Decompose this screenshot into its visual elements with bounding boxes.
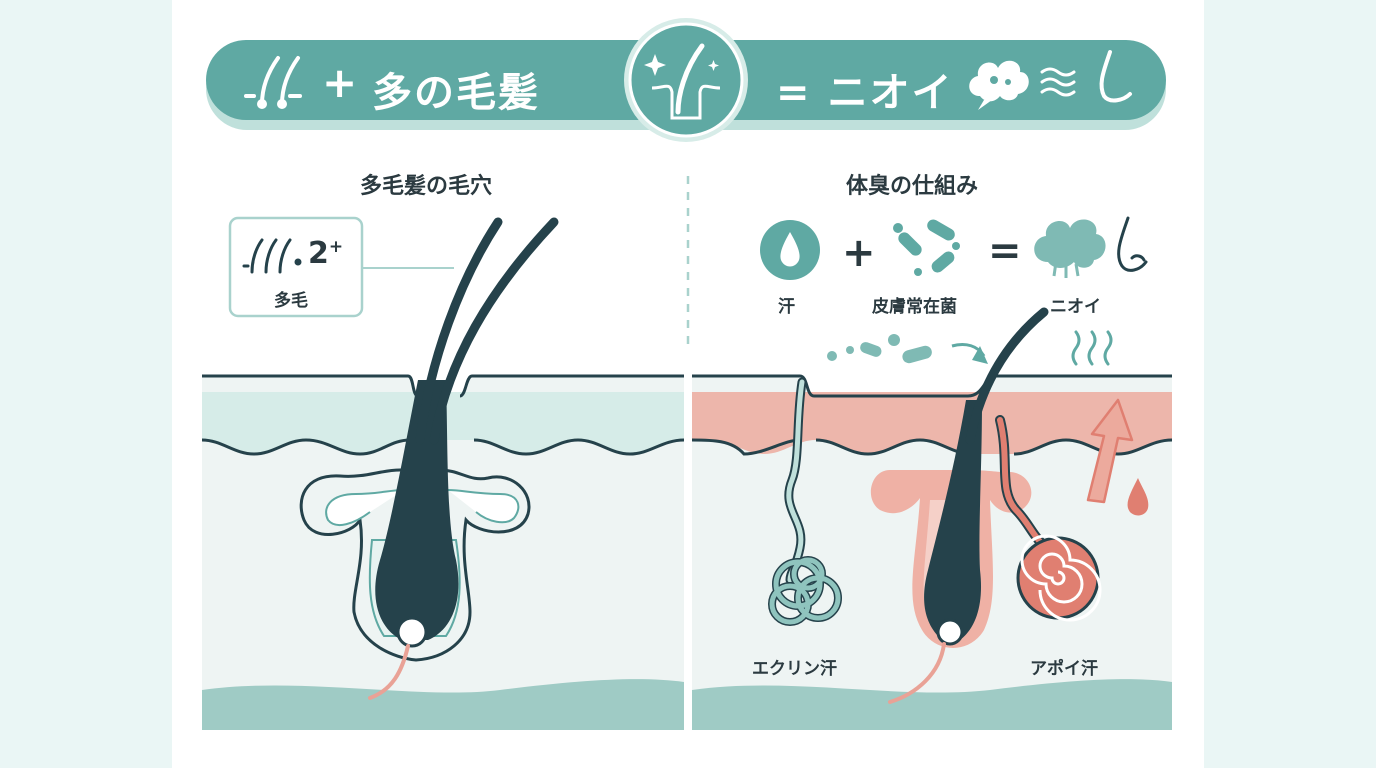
hair-icon: [244, 56, 302, 109]
bacteria-icon: [827, 334, 932, 364]
banner-right-text: = ニオイ: [776, 70, 954, 116]
hair-follicle: [870, 307, 1049, 704]
sweat-drop-icon: [760, 220, 820, 280]
formula-label-sweat: 汗: [778, 297, 795, 317]
hair-count-badge: [228, 216, 364, 318]
apocrine-gland: [995, 415, 1102, 622]
formula-plus: +: [842, 230, 876, 276]
formula-label-odor: ニオイ: [1050, 297, 1101, 317]
badge-count: 2+: [308, 236, 344, 271]
smell-cloud-icon: [969, 60, 1029, 110]
left-skin-panel: [201, 217, 685, 730]
nose-icon: [1099, 50, 1132, 103]
left-panel-title: 多毛髪の毛穴: [360, 174, 493, 199]
wave-icon: [1071, 330, 1113, 366]
banner-left-text: 多の毛髪: [372, 70, 540, 116]
right-margin: [1204, 0, 1376, 768]
bacteria-icon: [893, 219, 960, 276]
wave-icon: [1040, 67, 1076, 97]
hair-icon: [242, 238, 302, 274]
smell-cloud-icon: [1034, 219, 1106, 278]
sweat-drop-icon: [1127, 478, 1149, 516]
right-panel-title: 体臭の仕組み: [846, 174, 979, 199]
arrow-icon: [1086, 398, 1134, 504]
left-margin: [0, 0, 172, 768]
nose-icon: [1117, 216, 1148, 272]
right-skin-panel: [691, 307, 1173, 730]
formula-equals: =: [988, 228, 1022, 274]
eccrine-gland: [768, 377, 842, 626]
banner-plus: +: [322, 58, 358, 107]
apocrine-label: アポイ汗: [1030, 659, 1098, 679]
badge-label: 多毛: [274, 291, 308, 311]
hair-follicle-icon: [624, 18, 748, 142]
formula-label-bacteria: 皮膚常在菌: [872, 297, 957, 317]
eccrine-label: エクリン汗: [752, 659, 837, 679]
top-banner: [206, 18, 1166, 142]
